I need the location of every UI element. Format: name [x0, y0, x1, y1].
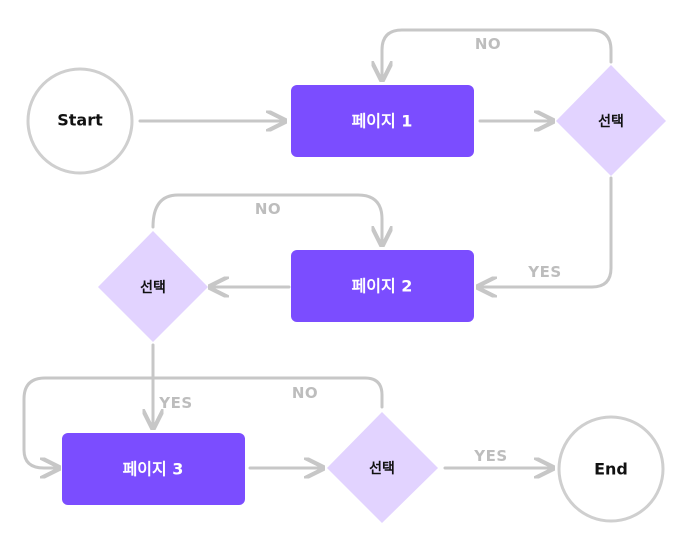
- decision2-label: 선택: [140, 279, 166, 296]
- edge-decision1-yes-page2: [480, 176, 613, 287]
- decision3-node: 선택: [327, 412, 438, 523]
- page3-node: 페이지 3: [62, 433, 245, 505]
- page2-label: 페이지 2: [352, 277, 413, 296]
- edge-label-d1-yes: YES: [527, 263, 561, 281]
- start-label: Start: [57, 111, 103, 130]
- page1-label: 페이지 1: [352, 112, 413, 131]
- edge-label-d3-yes: YES: [473, 447, 507, 465]
- end-node: End: [557, 415, 665, 523]
- decision1-node: 선택: [556, 65, 666, 176]
- page1-node: 페이지 1: [291, 85, 474, 157]
- edge-decision3-no-page3: [22, 376, 384, 468]
- edge-decision1-no-page1: [382, 28, 613, 78]
- end-label: End: [594, 460, 628, 479]
- edge-label-d1-no: NO: [475, 35, 501, 53]
- edge-label-d2-yes: YES: [158, 394, 192, 412]
- page2-node: 페이지 2: [291, 250, 474, 322]
- decision1-label: 선택: [598, 113, 624, 130]
- page3-label: 페이지 3: [123, 460, 184, 479]
- decision2-node: 선택: [98, 231, 208, 342]
- edge-label-d3-no: NO: [292, 384, 318, 402]
- edge-label-d2-no: NO: [255, 200, 281, 218]
- edge-decision2-no-page2: [151, 193, 382, 243]
- start-node: Start: [26, 67, 134, 175]
- decision3-label: 선택: [369, 460, 395, 477]
